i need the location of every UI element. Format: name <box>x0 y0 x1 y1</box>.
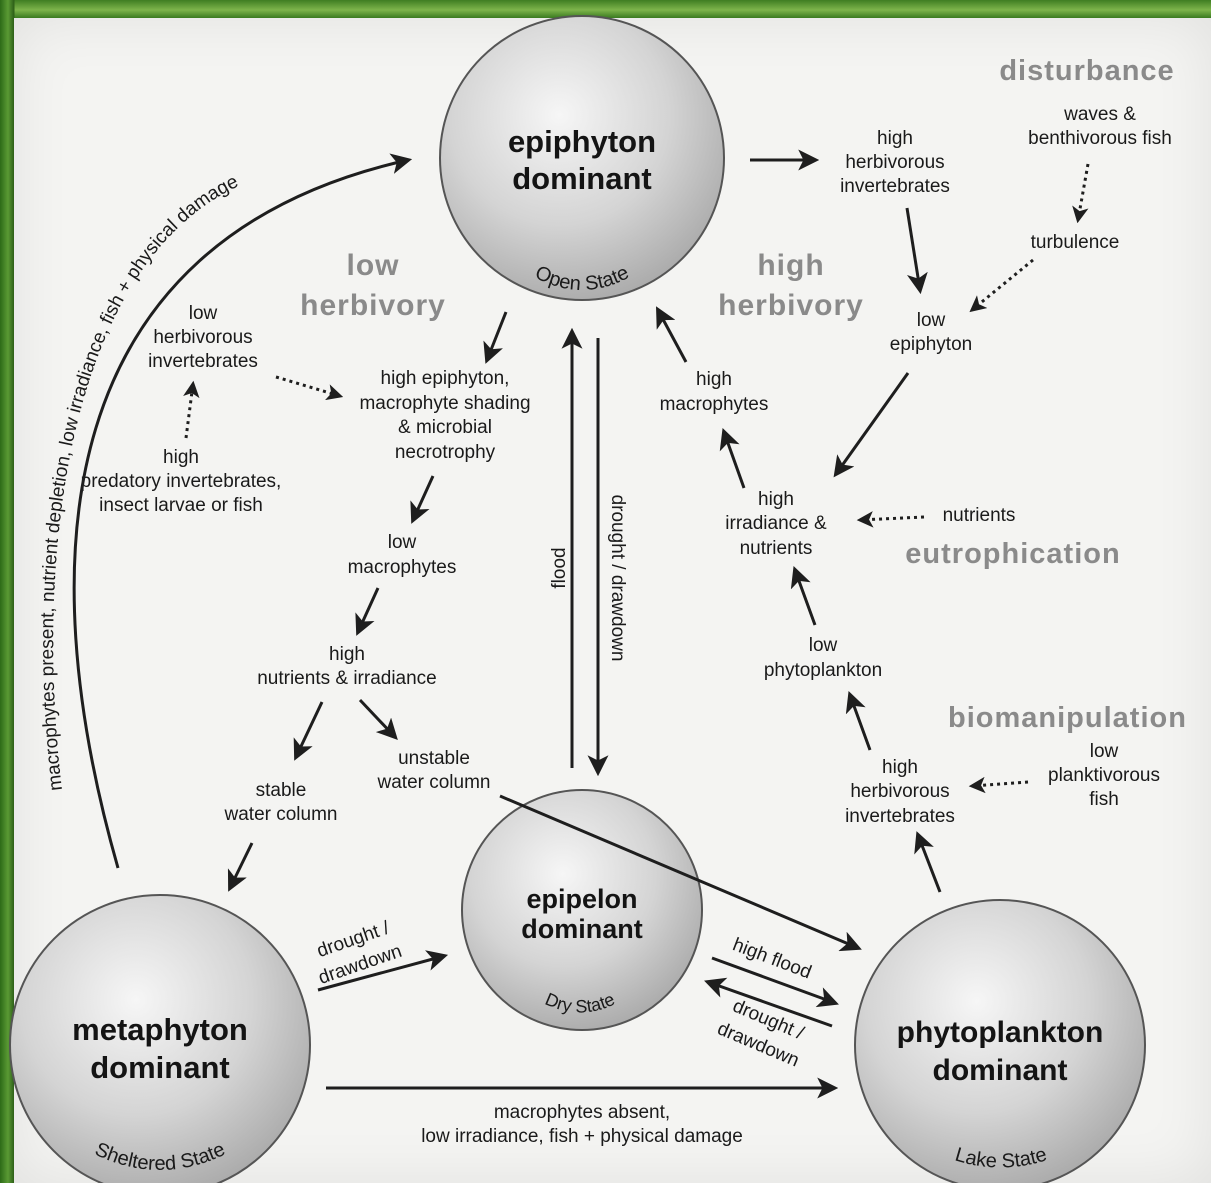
high-irradiance-2: irradiance & <box>725 513 827 534</box>
dotted-arrows <box>183 163 1090 794</box>
arrow-epiphyton-shading-to-low-macrophytes <box>410 475 435 524</box>
high-flood-label: high flood <box>730 934 814 983</box>
high-herbivory-label-2: herbivory <box>718 289 864 322</box>
low-macrophytes-1: low <box>388 532 417 553</box>
high-herbivorous-invertebrates-top-3: invertebrates <box>840 176 950 197</box>
high-herbivorous-invertebrates-bottom-3: invertebrates <box>845 806 955 827</box>
high-epiphyton-4: necrotrophy <box>395 442 496 463</box>
epiphyton-title: epiphyton <box>508 124 656 159</box>
epipelon-dominant-state: epipelon dominant Dry State <box>461 789 703 1031</box>
high-predatory-3: insect larvae or fish <box>99 495 263 516</box>
solid-arrows <box>72 149 942 1099</box>
high-predatory-2: predatory invertebrates, <box>81 471 282 492</box>
high-epiphyton-1: high epiphyton, <box>381 368 510 389</box>
arrow-nutrients-to-stable <box>293 701 324 761</box>
nutrients-label: nutrients <box>943 505 1016 526</box>
metaphyton-title: metaphyton <box>72 1012 248 1047</box>
epiphyton-dominant-state: epiphyton dominant Open State <box>439 15 725 301</box>
low-herbivory-label-1: low <box>347 249 400 282</box>
arrow-low-epiphyton-to-irradiance <box>833 372 910 478</box>
arrow-low-macrophytes-to-nutrients <box>355 587 380 636</box>
arrow-waves-to-turbulence <box>1072 163 1090 224</box>
arrow-drought-to-epipelon <box>704 977 833 1028</box>
low-herbivorous-invertebrates-1: low <box>189 303 218 324</box>
arrow-nutrients-to-unstable <box>358 698 398 741</box>
unstable-water-2: water column <box>377 772 491 793</box>
macrophytes-absent-label-2: low irradiance, fish + physical damage <box>421 1126 743 1147</box>
arrow-stable-to-metaphyton <box>227 842 254 892</box>
waves-label-1: waves & <box>1063 104 1136 125</box>
arrow-irradiance-to-macrophytes <box>719 428 746 489</box>
high-nutrients-1: high <box>329 644 365 665</box>
phytoplankton-title: phytoplankton <box>897 1016 1104 1049</box>
epiphyton-subtitle: dominant <box>512 161 652 196</box>
high-predatory-1: high <box>163 447 199 468</box>
turbulence-label: turbulence <box>1031 232 1120 253</box>
low-phytoplankton-1: low <box>809 635 838 656</box>
metaphyton-subtitle: dominant <box>90 1050 230 1085</box>
high-macrophytes-1: high <box>696 369 732 390</box>
right-node-texts: high herbivorous invertebrates waves & b… <box>660 104 1172 827</box>
eutrophication-label: eutrophication <box>905 538 1120 570</box>
high-irradiance-1: high <box>758 489 794 510</box>
low-epiphyton-2: epiphyton <box>890 334 972 355</box>
high-herbivorous-invertebrates-top-1: high <box>877 128 913 149</box>
high-herbivorous-invertebrates-bottom-1: high <box>882 757 918 778</box>
left-node-texts: low herbivorous invertebrates high preda… <box>81 303 531 825</box>
biomanipulation-label: biomanipulation <box>948 702 1187 734</box>
low-epiphyton-1: low <box>917 310 946 331</box>
arrow-lake-to-herbivorous <box>914 831 942 893</box>
arrow-nutrients-to-irradiance <box>856 511 925 528</box>
high-herbivorous-invertebrates-bottom-2: herbivorous <box>850 781 949 802</box>
low-phytoplankton-2: phytoplankton <box>764 660 882 681</box>
low-herbivorous-invertebrates-2: herbivorous <box>153 327 252 348</box>
arrow-turbulence-to-low-epiphyton <box>969 258 1034 313</box>
low-macrophytes-2: macrophytes <box>348 557 457 578</box>
high-irradiance-3: nutrients <box>740 538 813 559</box>
arrow-predatory-to-low-herbivorous <box>183 380 200 439</box>
flood-label: flood <box>549 547 570 588</box>
high-epiphyton-2: macrophyte shading <box>359 393 530 414</box>
high-epiphyton-3: & microbial <box>398 417 492 438</box>
stable-water-2: water column <box>224 804 338 825</box>
epipelon-title: epipelon <box>526 884 637 914</box>
high-herbivory-label-1: high <box>757 249 824 282</box>
arrow-herbivorous-to-low-phytoplankton <box>845 691 872 751</box>
disturbance-label: disturbance <box>999 55 1174 87</box>
low-planktivorous-fish-3: fish <box>1089 789 1119 810</box>
phytoplankton-subtitle: dominant <box>933 1054 1068 1087</box>
arrow-low-herbivorous-to-high-epiphyton <box>275 375 344 401</box>
arrow-macrophytes-to-epiphyton <box>656 306 688 363</box>
arrow-metaphyton-to-epiphyton <box>72 153 413 869</box>
unstable-water-1: unstable <box>398 748 470 769</box>
arrow-epiphyton-to-high-epiphyton <box>483 311 508 364</box>
stable-water-1: stable <box>256 780 307 801</box>
arrow-metaphyton-to-epipelon <box>317 950 449 992</box>
arrow-planktivorous-to-herbivorous <box>968 776 1029 794</box>
high-macrophytes-2: macrophytes <box>660 394 769 415</box>
phytoplankton-dominant-state: phytoplankton dominant Lake State <box>854 899 1146 1183</box>
macrophytes-absent-label-1: macrophytes absent, <box>494 1102 670 1123</box>
waves-label-2: benthivorous fish <box>1028 128 1172 149</box>
epipelon-subtitle: dominant <box>521 914 643 944</box>
high-herbivorous-invertebrates-top-2: herbivorous <box>845 152 944 173</box>
arrow-phytoplankton-to-irradiance <box>790 566 817 626</box>
arrow-herbivorous-to-low-epiphyton <box>905 207 928 295</box>
high-nutrients-2: nutrients & irradiance <box>257 668 437 689</box>
low-herbivorous-invertebrates-3: invertebrates <box>148 351 258 372</box>
drought-drawdown-vertical-label: drought / drawdown <box>607 495 628 662</box>
low-planktivorous-fish-1: low <box>1090 741 1119 762</box>
arrow-unstable-to-phytoplankton <box>499 794 862 952</box>
low-herbivory-label-2: herbivory <box>300 289 446 322</box>
metaphyton-dominant-state: metaphyton dominant Sheltered State <box>9 894 311 1183</box>
arrow-high-flood <box>711 956 839 1008</box>
low-planktivorous-fish-2: planktivorous <box>1048 765 1160 786</box>
